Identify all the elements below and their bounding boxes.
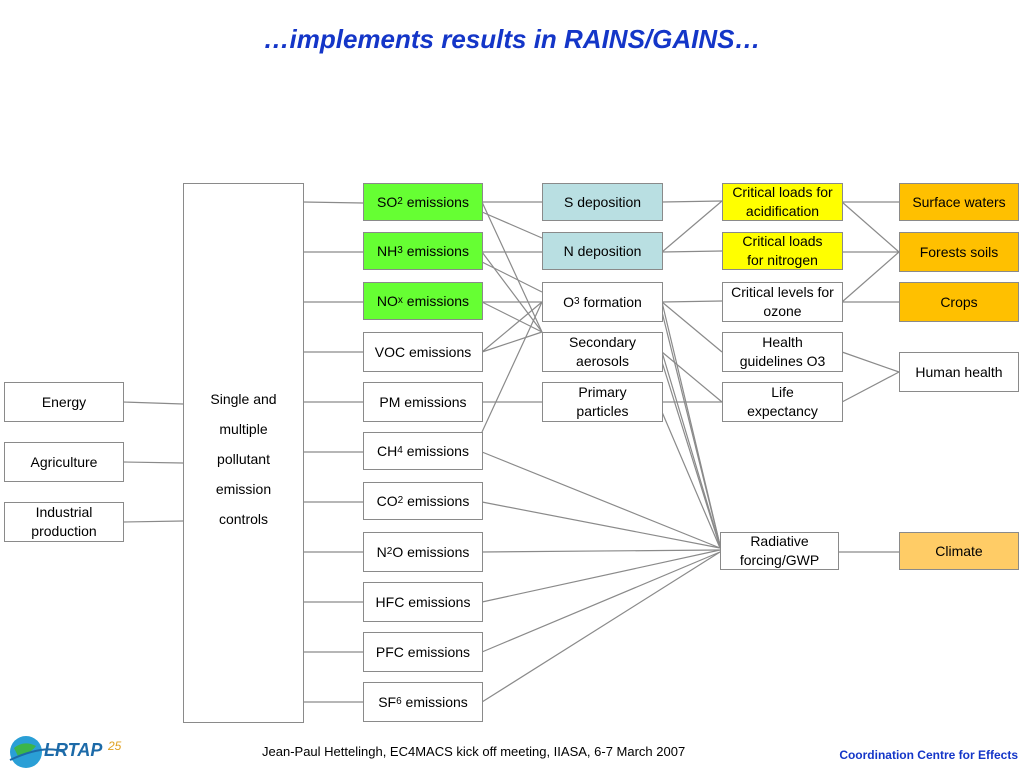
process-n-deposition: N deposition [542,232,663,270]
footer-citation: Jean-Paul Hettelingh, EC4MACS kick off m… [262,744,686,759]
criteria-health-guidelines-o3: Health guidelines O3 [722,332,843,372]
label-base: SO [377,193,398,210]
process-s-deposition: S deposition [542,183,663,221]
label-base: Radiative forcing/GWP [739,533,820,568]
label-rest: emissions [403,492,470,509]
slide-title: …implements results in RAINS/GAINS… [263,24,761,54]
sector-industrial-production: Industrial production [4,502,124,542]
sector-agriculture: Agriculture [4,442,124,482]
lrtap-logo: LRTAP 25 [9,736,122,768]
label-rest: emissions [402,292,470,309]
label-base: NO [376,292,398,309]
label-base: PFC emissions [375,643,471,660]
emission-pm: PM emissions [363,382,483,422]
label-base: O [563,293,575,310]
effect-human-health: Human health [899,352,1019,392]
criteria-critical-loads-acidification: Critical loads for acidification [722,183,843,221]
label-base: HFC emissions [375,593,471,610]
controls-line-4: emission [215,481,272,497]
process-radiative-forcing: Radiative forcing/GWP [720,532,839,570]
label-rest: emissions [401,693,468,710]
effect-crops: Crops [899,282,1019,322]
label-rest: formation [579,293,642,310]
criteria-life-expectancy: Life expectancy [722,382,843,422]
label-rest: emissions [402,442,469,459]
label-base: SF [378,693,397,710]
svg-text:25: 25 [107,739,122,753]
label-base: VOC emissions [374,343,472,360]
label-base: NH [377,242,398,259]
label-base: N deposition [563,242,642,259]
controls-line-1: Single and [210,391,277,407]
label-base: CH [377,442,398,459]
criteria-critical-loads-nitrogen: Critical loads for nitrogen [722,232,843,270]
label-rest: O emissions [392,543,470,560]
sector-energy: Energy [4,382,124,422]
label-base: CO [376,492,398,509]
label-base: Primary particles [576,384,629,419]
label-base: N [376,543,387,560]
emission-pfc: PFC emissions [363,632,483,672]
process-primary-particles: Primary particles [542,382,663,422]
label-rest: emissions [402,193,469,210]
controls-line-2: multiple [219,421,268,437]
criteria-critical-levels-ozone: Critical levels for ozone [722,282,843,322]
controls-line-5: controls [218,511,269,527]
emission-voc: VOC emissions [363,332,483,372]
label-base: PM emissions [379,393,467,410]
svg-text:LRTAP: LRTAP [44,740,103,760]
controls-line-3: pollutant [217,451,270,467]
label-rest: emissions [402,242,469,259]
process-secondary-aerosols: Secondary aerosols [542,332,663,372]
label-base: S deposition [563,193,642,210]
label-base: Secondary aerosols [569,334,636,369]
emission-hfc: HFC emissions [363,582,483,622]
effect-surface-waters: Surface waters [899,183,1019,221]
effect-climate: Climate [899,532,1019,570]
effect-forests-soils: Forests soils [899,232,1019,272]
coordination-centre-label: Coordination Centre for Effects [839,748,1018,762]
emission-controls-box: Single and multiple pollutant emission c… [183,183,304,723]
